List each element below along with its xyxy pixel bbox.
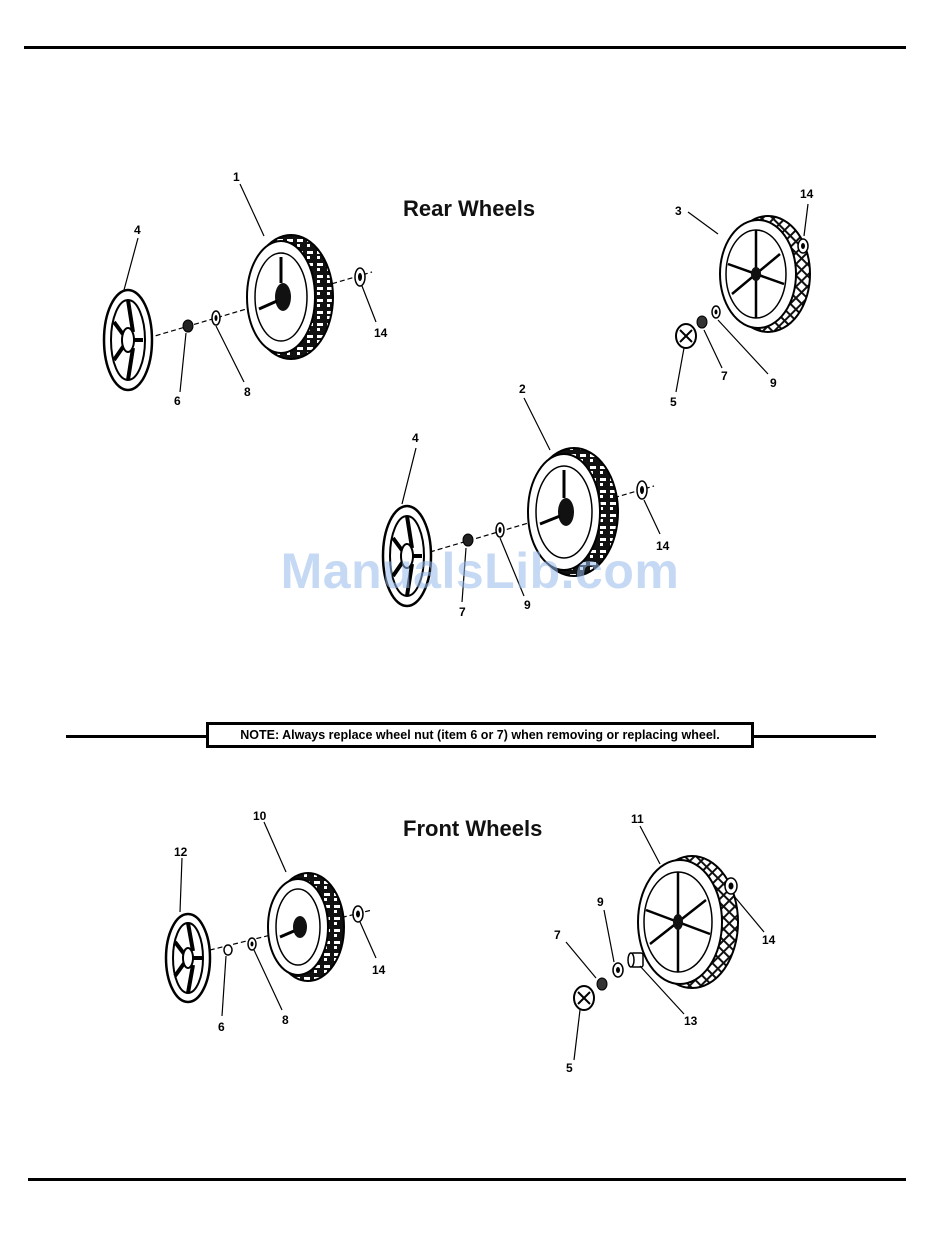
callout-label: 3 [675, 204, 682, 218]
callout-label: 10 [253, 809, 267, 823]
wheel-part [268, 873, 344, 981]
front-group-a: 10 12 6 8 14 [166, 809, 386, 1034]
washer-part [496, 523, 504, 537]
callout-label: 6 [174, 394, 181, 408]
callout-label: 7 [459, 605, 466, 619]
callout-label: 7 [554, 928, 561, 942]
callout-label: 13 [684, 1014, 698, 1028]
rear-group-a: 1 4 6 8 14 [104, 170, 388, 408]
wheel-part [247, 235, 333, 359]
callout-label: 8 [282, 1013, 289, 1027]
washer-part [613, 963, 623, 977]
callout-label: 5 [566, 1061, 573, 1075]
callout-label: 8 [244, 385, 251, 399]
washer-part [355, 268, 365, 286]
callout-label: 1 [233, 170, 240, 184]
washer-part [353, 906, 363, 922]
washer-part [712, 306, 720, 318]
callout-label: 14 [374, 326, 388, 340]
hub-cap-part [574, 986, 594, 1010]
callout-label: 7 [721, 369, 728, 383]
washer-part [248, 938, 256, 950]
callout-label: 9 [524, 598, 531, 612]
wheel-nut-part [597, 978, 607, 990]
callout-label: 9 [770, 376, 777, 390]
wheel-part [638, 856, 738, 988]
wheel-nut-part [725, 878, 737, 894]
callout-label: 4 [412, 431, 419, 445]
callout-label: 5 [670, 395, 677, 409]
spacer-part [628, 953, 643, 967]
wheel-nut-part [183, 320, 193, 332]
callout-label: 9 [597, 895, 604, 909]
callout-label: 11 [631, 812, 644, 826]
washer-part [637, 481, 647, 499]
callout-label: 2 [519, 382, 526, 396]
wheel-nut-part [798, 239, 808, 253]
callout-label: 14 [372, 963, 386, 977]
wheel-nut-part [697, 316, 707, 328]
callout-label: 14 [800, 187, 814, 201]
wheel-part [720, 216, 810, 332]
hub-cap-part [166, 914, 210, 1002]
front-group-b: 11 9 7 14 13 5 [554, 812, 776, 1075]
wheel-nut-part [224, 945, 232, 955]
callout-label: 12 [174, 845, 188, 859]
callout-label: 4 [134, 223, 141, 237]
hub-cap-part [676, 324, 696, 348]
callout-label: 6 [218, 1020, 225, 1034]
manualslib-watermark: ManualsLib.com [0, 542, 950, 600]
washer-part [212, 311, 220, 325]
callout-label: 14 [762, 933, 776, 947]
rear-group-b: 3 14 5 7 9 [670, 187, 814, 409]
hub-cap-part [104, 290, 152, 390]
